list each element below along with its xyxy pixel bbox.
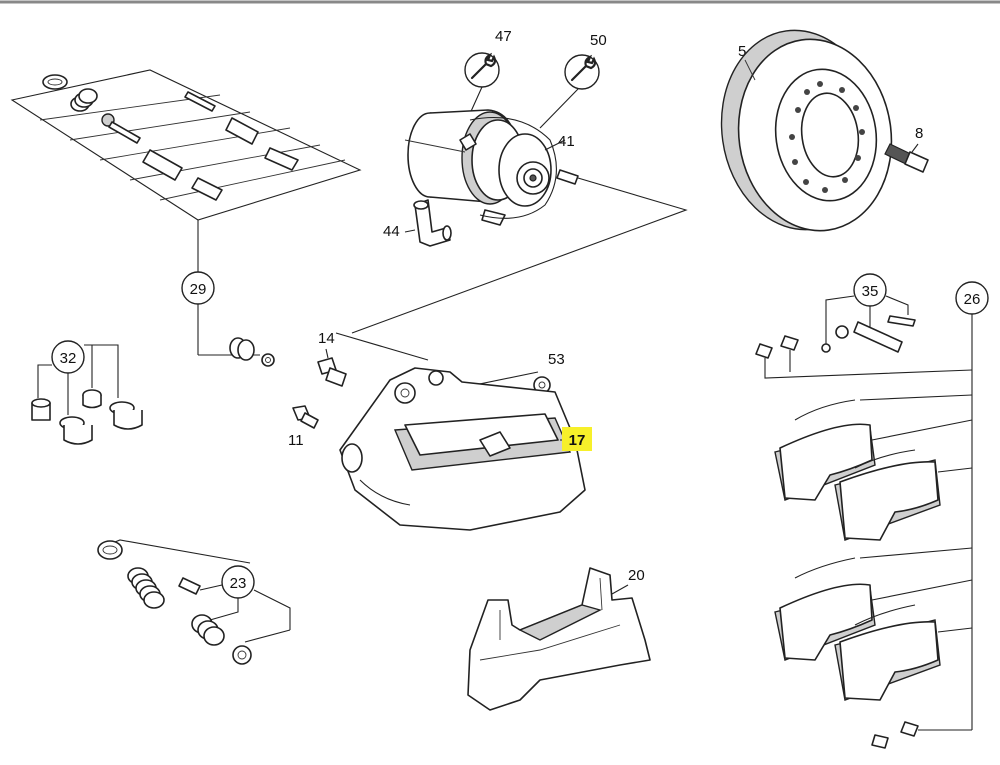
caliper-carrier-bracket[interactable]: 20: [467, 567, 651, 711]
brake-rotor[interactable]: 5: [709, 20, 904, 241]
callout-11: 11: [288, 432, 304, 449]
callout-44: 44: [383, 223, 400, 240]
wrench-icon: [564, 54, 600, 90]
part-group-23[interactable]: 23: [97, 539, 291, 665]
callout-8: 8: [915, 125, 923, 142]
callout-17-highlight: [562, 427, 592, 451]
callout-47: 47: [495, 28, 512, 45]
callout-50: 50: [590, 32, 607, 49]
callout-29: 29: [190, 281, 207, 298]
callout-26: 26: [964, 291, 981, 308]
callout-32: 32: [60, 350, 77, 367]
callout-17: 17: [569, 432, 586, 449]
callout-41: 41: [558, 133, 575, 150]
callout-53: 53: [548, 351, 565, 368]
callout-35: 35: [862, 283, 879, 300]
part-group-32[interactable]: 32: [31, 340, 143, 445]
callout-20: 20: [628, 567, 645, 584]
part-group-29[interactable]: 29: [10, 69, 362, 367]
caliper-housing[interactable]: 14 53 11 17: [288, 330, 592, 531]
wrench-icon: [464, 52, 500, 88]
brake-chamber-assembly[interactable]: 47 50 41 44: [351, 28, 688, 334]
callout-5: 5: [738, 43, 746, 60]
brake-pad-set[interactable]: 35 26: [755, 273, 989, 749]
callout-14: 14: [318, 330, 335, 347]
rotor-bolt[interactable]: 8: [884, 125, 929, 173]
callout-23: 23: [230, 575, 247, 592]
